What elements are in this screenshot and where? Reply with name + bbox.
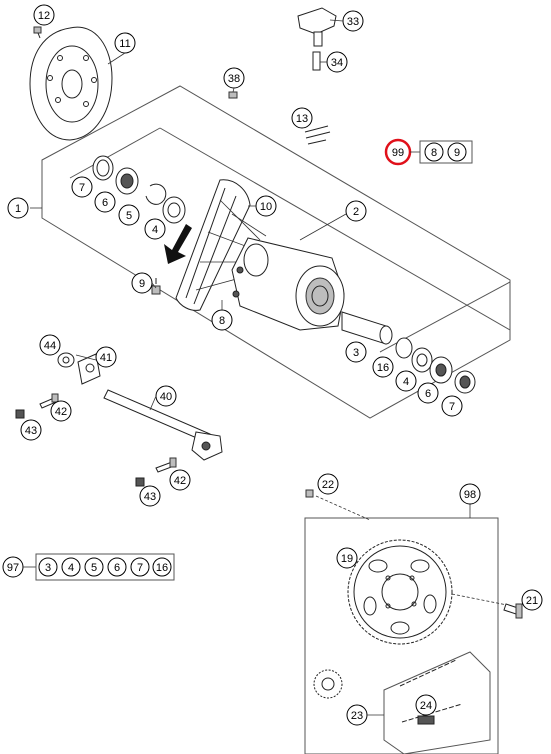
callout-6-right: 6 xyxy=(425,388,431,400)
callout-42-upper: 42 xyxy=(55,406,67,418)
right-bearing-4 xyxy=(411,347,433,373)
callout-8-kit: 8 xyxy=(431,147,437,159)
callout-11: 11 xyxy=(119,38,130,50)
hub-subframe xyxy=(159,127,511,331)
kit-97: 97 3 4 5 6 7 16 xyxy=(2,553,175,581)
callout-22: 22 xyxy=(322,479,334,491)
nut-43-lower xyxy=(135,477,145,487)
nut-22 xyxy=(305,489,314,498)
callout-2: 2 xyxy=(353,206,359,218)
right-bearing-6 xyxy=(429,356,453,384)
left-bearing-6 xyxy=(115,167,139,195)
callout-99: 99 xyxy=(392,147,404,159)
front-sprocket xyxy=(313,669,343,699)
callout-42-lower: 42 xyxy=(174,475,186,487)
callout-10: 10 xyxy=(260,201,272,213)
brake-disc xyxy=(29,26,113,141)
callout-33: 33 xyxy=(347,16,359,28)
chain-adjuster-44 xyxy=(57,352,75,368)
sprocket-bolt-21 xyxy=(451,593,523,619)
callouts: 12 11 33 34 38 13 99 8 9 1 7 6 5 4 10 2 … xyxy=(7,4,543,726)
right-ring-16 xyxy=(395,337,413,359)
screw-part xyxy=(33,26,42,39)
callout-23: 23 xyxy=(351,710,363,722)
kit-item: 6 xyxy=(114,562,120,574)
callout-38: 38 xyxy=(228,73,240,85)
left-seal-7 xyxy=(92,155,114,181)
sprocket-kit-frame xyxy=(304,517,499,754)
right-seal-7 xyxy=(454,370,476,394)
rim-segment xyxy=(175,179,251,311)
wheel-hub xyxy=(231,237,345,331)
spacer-3 xyxy=(341,311,393,345)
callout-41: 41 xyxy=(100,352,112,364)
callout-7-right: 7 xyxy=(449,401,455,413)
axle-40 xyxy=(103,389,223,461)
kit-item: 7 xyxy=(137,562,143,574)
rotation-arrow-icon xyxy=(164,224,192,264)
kit-item: 16 xyxy=(156,562,168,574)
callout-24: 24 xyxy=(420,700,432,712)
callout-9: 9 xyxy=(139,278,145,290)
callout-6-left: 6 xyxy=(102,197,108,209)
chain-adjuster-41 xyxy=(77,353,101,385)
chain-frame xyxy=(383,651,491,754)
callout-16: 16 xyxy=(377,362,389,374)
callout-1: 1 xyxy=(15,203,21,215)
callout-9-kit: 9 xyxy=(454,147,460,159)
circlip-5 xyxy=(145,183,167,205)
callout-19: 19 xyxy=(341,553,353,565)
callout-4-right: 4 xyxy=(403,376,409,388)
callout-21: 21 xyxy=(526,595,538,607)
kit-item: 3 xyxy=(45,562,51,574)
bolt-9 xyxy=(151,278,161,295)
callout-34: 34 xyxy=(331,57,343,69)
callout-5: 5 xyxy=(126,210,132,222)
callout-43-lower: 43 xyxy=(144,491,156,503)
left-bearing-4 xyxy=(162,196,186,224)
callout-12: 12 xyxy=(38,10,50,22)
bolt-42-lower xyxy=(155,457,177,473)
callout-97: 97 xyxy=(7,562,19,574)
callout-3: 3 xyxy=(353,347,359,359)
callout-8: 8 xyxy=(219,315,225,327)
rear-sprocket xyxy=(347,539,453,645)
callout-44: 44 xyxy=(44,340,56,352)
wheel-assembly-frame xyxy=(41,85,511,419)
mount-bracket xyxy=(297,7,337,71)
nut-43-upper xyxy=(15,409,25,419)
kit-item: 5 xyxy=(91,562,97,574)
callout-43-upper: 43 xyxy=(25,425,37,437)
callout-40: 40 xyxy=(160,391,172,403)
callout-98: 98 xyxy=(464,489,476,501)
callout-13: 13 xyxy=(296,113,308,125)
leader-lines xyxy=(75,19,347,411)
rubber-strip xyxy=(304,125,331,145)
kit-item: 4 xyxy=(68,562,74,574)
callout-4-left: 4 xyxy=(152,224,158,236)
callout-7-left: 7 xyxy=(79,182,85,194)
cap-part xyxy=(228,91,238,99)
